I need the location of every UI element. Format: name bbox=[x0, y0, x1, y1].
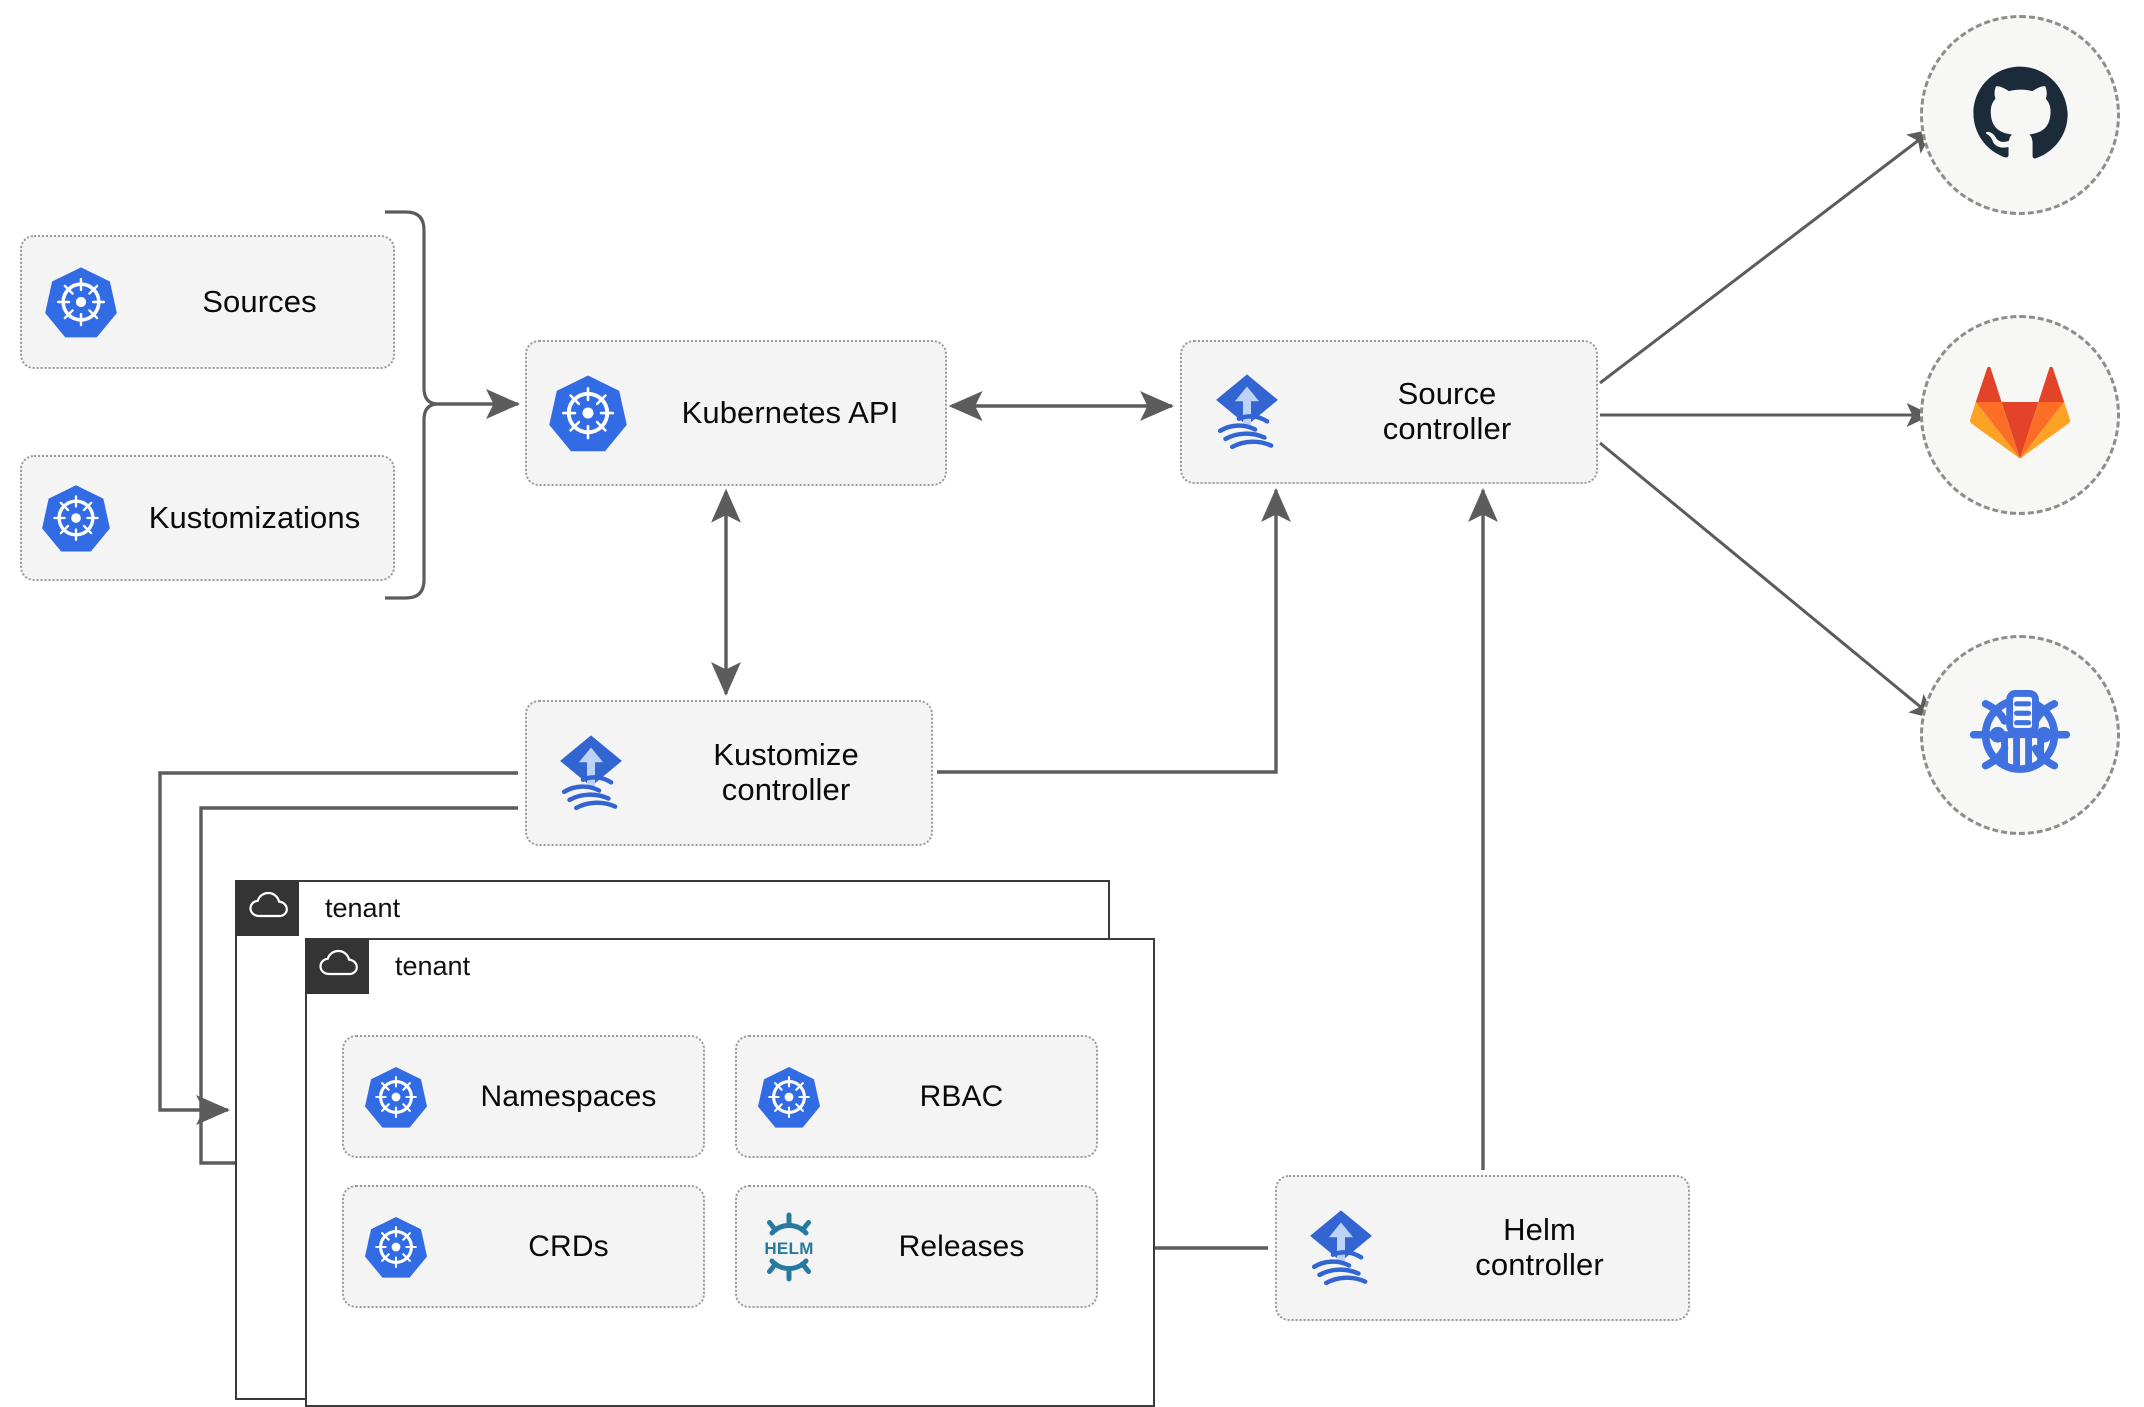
node-label: Helm controller bbox=[1475, 1212, 1604, 1282]
resource-card-kustomizations[interactable]: Kustomizations bbox=[20, 455, 395, 581]
tenant-cluster-inner: tenant bbox=[304, 937, 1155, 1407]
kubernetes-icon bbox=[344, 1065, 448, 1129]
provider-oci-registry[interactable] bbox=[1920, 635, 2120, 835]
tenant-label: tenant bbox=[395, 950, 471, 981]
github-icon bbox=[1968, 61, 2072, 170]
tenant-tab-outer bbox=[234, 879, 299, 936]
gitlab-icon bbox=[1969, 366, 2071, 465]
node-kustomize-controller[interactable]: Kustomize controller bbox=[525, 700, 933, 846]
helm-icon: HELM bbox=[737, 1211, 841, 1283]
kubernetes-icon bbox=[737, 1065, 841, 1129]
provider-gitlab[interactable] bbox=[1920, 315, 2120, 515]
kubernetes-icon bbox=[22, 265, 140, 339]
tenant-resource-label: Releases bbox=[898, 1229, 1025, 1263]
resource-label: Sources bbox=[202, 283, 317, 319]
tenant-resource-releases[interactable]: HELM Releases bbox=[735, 1185, 1098, 1308]
resource-card-sources[interactable]: Sources bbox=[20, 235, 395, 369]
node-label: Kustomize controller bbox=[713, 737, 859, 807]
node-label: Source controller bbox=[1382, 376, 1512, 446]
svg-text:HELM: HELM bbox=[764, 1239, 813, 1258]
resource-label: Kustomizations bbox=[148, 499, 361, 535]
flux-icon bbox=[527, 730, 655, 816]
tenant-label: tenant bbox=[325, 892, 401, 923]
edge-sourcecontroller-github bbox=[1599, 128, 1934, 385]
provider-github[interactable] bbox=[1920, 15, 2120, 215]
kubernetes-icon bbox=[22, 483, 130, 553]
tenant-resource-rbac[interactable]: RBAC bbox=[735, 1035, 1098, 1158]
oci-registry-icon bbox=[1965, 678, 2075, 793]
tenant-resource-label: CRDs bbox=[528, 1229, 609, 1263]
edge-kustomizecontroller-tenant-outer bbox=[158, 771, 518, 1125]
flux-icon bbox=[1182, 369, 1312, 455]
tenant-tab-inner bbox=[304, 937, 369, 994]
kubernetes-icon bbox=[344, 1215, 448, 1279]
edge-kustomizecontroller-sourcecontroller bbox=[937, 487, 1291, 774]
node-source-controller[interactable]: Source controller bbox=[1180, 340, 1598, 484]
cloud-icon bbox=[248, 891, 289, 924]
tenant-resource-label: Namespaces bbox=[480, 1079, 657, 1113]
node-kubernetes-api[interactable]: Kubernetes API bbox=[525, 340, 947, 486]
flux-icon bbox=[1277, 1205, 1405, 1291]
cloud-icon bbox=[318, 949, 359, 982]
tenant-resource-label: RBAC bbox=[919, 1079, 1004, 1113]
edge-sourcecontroller-oci bbox=[1599, 441, 1936, 720]
node-label: Kubernetes API bbox=[681, 394, 899, 430]
tenant-resource-crds[interactable]: CRDs bbox=[342, 1185, 705, 1308]
tenant-resource-namespaces[interactable]: Namespaces bbox=[342, 1035, 705, 1158]
kubernetes-icon bbox=[527, 373, 649, 453]
node-helm-controller[interactable]: Helm controller bbox=[1275, 1175, 1690, 1321]
